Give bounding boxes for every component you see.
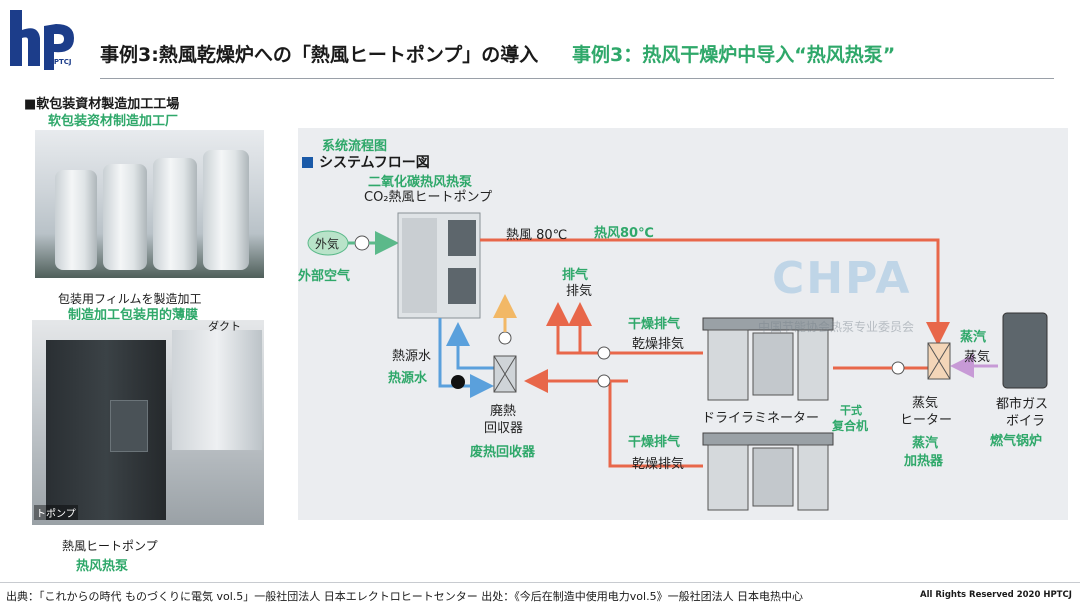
gas-boiler-jp-1: 都市ガス [996, 397, 1049, 412]
heat-pump-label-jp: CO₂熱風ヒートポンプ [364, 190, 493, 205]
dry-exhaust-1-cn: 干燥排气 [628, 317, 681, 332]
heat-pump-label-cn: 二氧化碳热风热泵 [368, 175, 473, 190]
watermark-text: 中国节能协会热泵专业委员会 [758, 320, 915, 334]
gas-boiler-jp-2: ボイラ [1006, 414, 1046, 429]
outside-air-node [307, 230, 399, 256]
steam-heater-cn-2: 加热器 [904, 454, 944, 469]
steam-heater-cn-1: 蒸汽 [912, 436, 939, 451]
steam-label-cn: 蒸汽 [960, 330, 987, 345]
dry-laminator-1 [702, 317, 834, 401]
title-divider [100, 78, 1054, 79]
dry-exhaust-line-1 [546, 302, 598, 355]
dry-exhaust-2-jp: 乾燥排気 [632, 457, 685, 472]
dry-laminator-jp: ドライラミネーター [702, 411, 820, 426]
heat-pump-photo [32, 320, 264, 525]
system-flow-diagram: CHPA 中国节能协会热泵专业委员会 [298, 128, 1068, 520]
logo-sub: HPTCJ [48, 58, 72, 66]
page-title-cn: 事例3：热风干燥炉中导入“热风热泵” [572, 44, 896, 66]
heat-source-water-cn: 热源水 [388, 371, 428, 386]
watermark-logo: CHPA [772, 253, 912, 304]
duct-label: ダクト [208, 320, 241, 333]
source-citation: 出典：「これからの時代 ものづくりに電気 vol.5」一般社団法人 日本エレクト… [6, 590, 804, 603]
film-rolls-photo [35, 130, 264, 278]
waste-heat-jp-2: 回収器 [484, 421, 524, 436]
waste-heat-jp-1: 廃熱 [490, 404, 517, 419]
dry-laminator-2 [702, 432, 834, 511]
gas-boiler-cn: 燃气锅炉 [990, 434, 1043, 449]
dry-exhaust-line-1b [568, 302, 598, 355]
photo2-side-label: トポンプ [34, 505, 78, 520]
bullet-square-icon [302, 157, 313, 168]
exhaust-label-cn: 排气 [562, 268, 589, 283]
outside-air-jp: 外気 [315, 237, 340, 251]
page-title-jp: 事例3:熱風乾燥炉への「熱風ヒートポンプ」の導入 [100, 44, 539, 66]
copyright: All Rights Reserved 2020 HPTCJ [920, 590, 1072, 600]
steam-heater-jp-1: 蒸気 [912, 396, 939, 411]
photo1-caption-jp: 包装用フィルムを製造加工 [58, 292, 202, 306]
hot-air-label-jp: 熱風 80℃ [506, 228, 568, 243]
flow-title-jp-text: システムフロー図 [319, 155, 430, 171]
dry-laminator-cn-2: 复合机 [832, 419, 869, 433]
outside-air-cn: 外部空气 [298, 269, 351, 284]
dry-exhaust-2-cn: 干燥排气 [628, 435, 681, 450]
heat-source-water-jp: 熱源水 [392, 349, 432, 364]
flow-title-jp: システムフロー図 [302, 152, 430, 172]
co2-heat-pump-unit [397, 212, 481, 319]
hptcj-logo: HPTCJ [8, 8, 80, 70]
photo2-caption-jp: 熱風ヒートポンプ [62, 539, 158, 553]
steam-heater-jp-2: ヒーター [900, 413, 953, 428]
hot-air-line [480, 238, 950, 346]
heat-source-return-line [446, 322, 498, 370]
photo1-caption-cn: 制造加工包装用的薄膜 [68, 308, 199, 323]
gas-boiler-unit [1002, 312, 1048, 389]
flow-title-cn: 系统流程图 [322, 139, 388, 154]
photo2-caption-cn: 热风热泵 [76, 559, 129, 574]
section-heading-jp: ■軟包装資材製造加工工場 [24, 97, 180, 112]
hot-air-label-cn: 热风80℃ [594, 226, 654, 241]
exhaust-label-jp: 排気 [566, 284, 593, 299]
pump-icon [451, 375, 465, 389]
footer-divider [0, 582, 1080, 583]
dry-laminator-cn-1: 干式 [840, 404, 862, 417]
steam-label-jp: 蒸気 [964, 350, 991, 365]
waste-heat-cn: 废热回收器 [470, 445, 536, 460]
dry-exhaust-1-jp: 乾燥排気 [632, 337, 685, 352]
section-heading-cn: 软包装资材制造加工厂 [48, 114, 179, 129]
heat-source-water-line [438, 318, 494, 398]
